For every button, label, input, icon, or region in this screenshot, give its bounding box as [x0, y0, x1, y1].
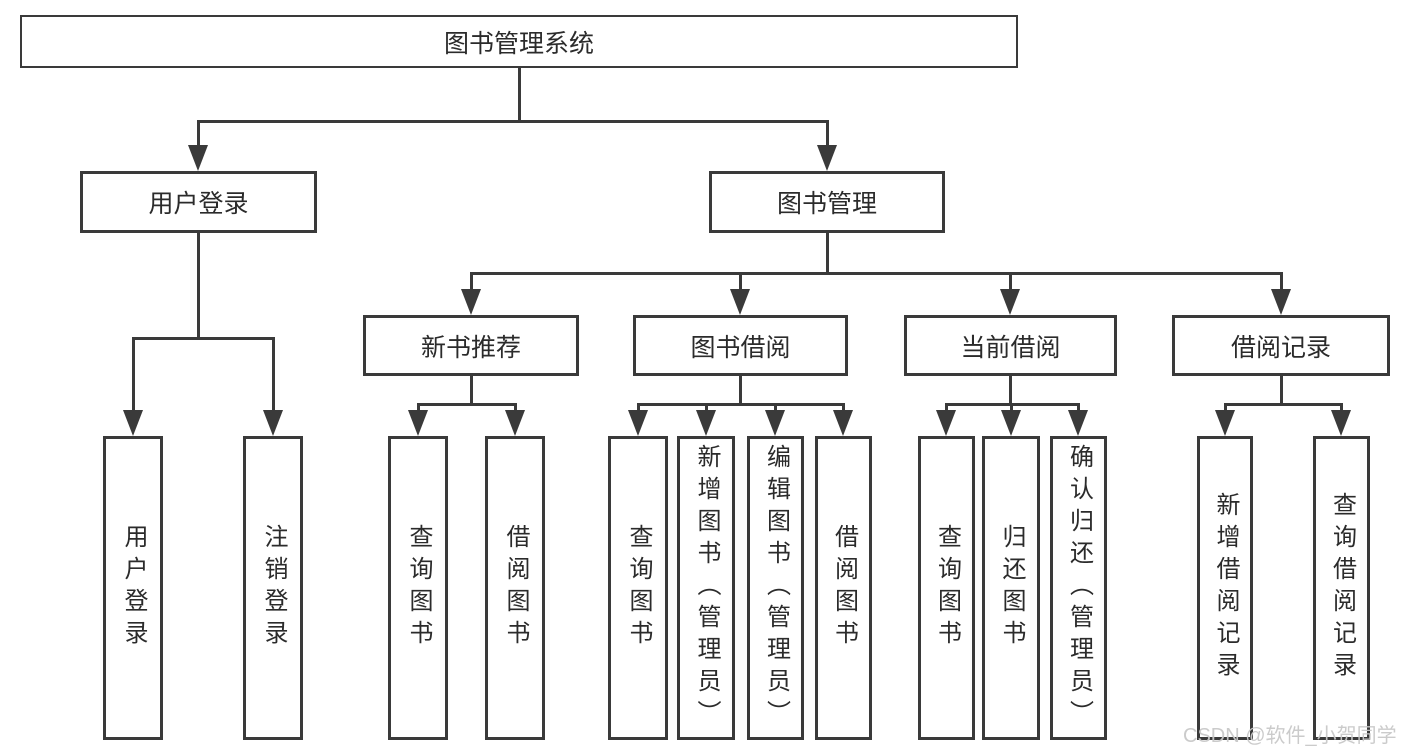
node-new-book-recommend: 新书推荐 [363, 315, 579, 376]
node-label: 当前借阅 [960, 333, 1061, 362]
connector-line [197, 120, 200, 150]
arrow-down-icon [263, 410, 283, 436]
node-label: 图书借阅 [690, 333, 791, 362]
arrow-down-icon [696, 410, 716, 436]
arrow-down-icon [1271, 289, 1291, 315]
node-label: 归还图书 [998, 524, 1025, 652]
arrow-down-icon [1001, 410, 1021, 436]
connector-line [1009, 375, 1012, 405]
connector-line [132, 337, 135, 415]
connector-line [1077, 403, 1080, 415]
leaf-borrow-add-books-admin: 新增图书（管理员） [677, 436, 735, 740]
leaf-recommend-borrow-books: 借阅图书 [485, 436, 545, 740]
node-label: 确认归还（管理员） [1065, 444, 1093, 732]
arrow-down-icon [765, 410, 785, 436]
connector-line [470, 375, 473, 405]
node-label: 注销登录 [260, 524, 287, 652]
connector-line [197, 232, 200, 339]
node-root: 图书管理系统 [20, 15, 1018, 68]
connector-line [518, 67, 521, 122]
connector-line [417, 403, 517, 406]
node-book-management: 图书管理 [709, 171, 945, 233]
node-label: 查询图书 [625, 524, 652, 652]
leaf-borrow-edit-books-admin: 编辑图书（管理员） [747, 436, 804, 740]
connector-line [1280, 375, 1283, 405]
arrow-down-icon [461, 289, 481, 315]
node-label: 图书管理 [776, 190, 877, 218]
connector-line [1340, 403, 1343, 415]
node-label: 新增借阅记录 [1212, 492, 1239, 684]
node-user-login: 用户登录 [80, 171, 317, 233]
arrow-down-icon [505, 410, 525, 436]
arrow-down-icon [123, 410, 143, 436]
arrow-down-icon [188, 145, 208, 171]
connector-line [470, 272, 473, 294]
node-book-borrow: 图书借阅 [633, 315, 848, 376]
connector-line [1010, 403, 1013, 415]
arrow-down-icon [833, 410, 853, 436]
arrow-down-icon [817, 145, 837, 171]
node-label: 借阅记录 [1230, 333, 1331, 362]
connector-line [197, 120, 829, 123]
node-label: 用户登录 [148, 190, 249, 218]
leaf-records-add-record: 新增借阅记录 [1197, 436, 1253, 740]
connector-line [637, 403, 845, 406]
connector-line [132, 337, 275, 340]
arrow-down-icon [1000, 289, 1020, 315]
leaf-records-query-record: 查询借阅记录 [1313, 436, 1370, 740]
node-label: 用户登录 [120, 524, 147, 652]
node-label: 新增图书（管理员） [693, 444, 720, 732]
connector-line [1224, 403, 1343, 406]
node-label: 借阅图书 [502, 524, 529, 652]
arrow-down-icon [1215, 410, 1235, 436]
arrow-down-icon [1068, 410, 1088, 436]
node-current-borrow: 当前借阅 [904, 315, 1117, 376]
connector-line [1224, 403, 1227, 415]
connector-line [272, 337, 275, 415]
connector-line [417, 403, 420, 415]
leaf-borrow-borrow-books: 借阅图书 [815, 436, 872, 740]
leaf-borrow-query-books: 查询图书 [608, 436, 668, 740]
leaf-logout: 注销登录 [243, 436, 303, 740]
connector-line [739, 375, 742, 405]
connector-line [842, 403, 845, 415]
connector-line [774, 403, 777, 415]
node-label: 查询图书 [405, 524, 432, 652]
leaf-recommend-query-books: 查询图书 [388, 436, 448, 740]
connector-line [470, 272, 1283, 275]
connector-line [637, 403, 640, 415]
arrow-down-icon [408, 410, 428, 436]
arrow-down-icon [936, 410, 956, 436]
node-label: 图书管理系统 [443, 29, 594, 58]
connector-line [514, 403, 517, 415]
node-label: 编辑图书（管理员） [762, 444, 790, 732]
node-label: 借阅图书 [830, 524, 858, 652]
connector-line [1280, 272, 1283, 294]
leaf-current-return-books: 归还图书 [982, 436, 1040, 740]
connector-line [739, 272, 742, 294]
connector-line [705, 403, 708, 415]
connector-line [1009, 272, 1012, 294]
arrow-down-icon [730, 289, 750, 315]
arrow-down-icon [628, 410, 648, 436]
node-label: 查询图书 [933, 524, 961, 652]
leaf-current-confirm-return-admin: 确认归还（管理员） [1050, 436, 1107, 740]
node-label: 查询借阅记录 [1328, 492, 1356, 684]
node-borrow-records: 借阅记录 [1172, 315, 1390, 376]
leaf-user-login: 用户登录 [103, 436, 163, 740]
node-label: 新书推荐 [420, 333, 521, 362]
connector-line [826, 232, 829, 274]
connector-line [945, 403, 948, 415]
leaf-current-query-books: 查询图书 [918, 436, 975, 740]
csdn-watermark: CSDN @软件_小贺同学 [1183, 725, 1397, 747]
arrow-down-icon [1331, 410, 1351, 436]
connector-line [826, 120, 829, 150]
